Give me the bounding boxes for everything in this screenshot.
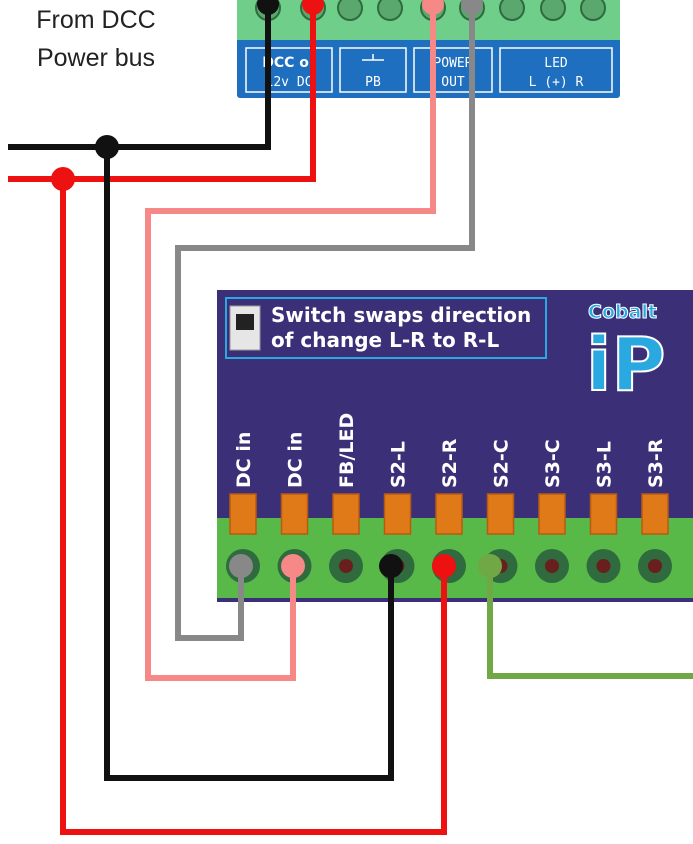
black-junction-dot <box>95 135 119 159</box>
top-pink-terminal-dot <box>422 0 444 15</box>
screw-head <box>648 559 662 573</box>
top-label-3-line-1: POWER <box>433 56 472 71</box>
top-label-3-line-2: OUT <box>441 75 465 90</box>
label-box-power <box>413 47 493 93</box>
pin-pad <box>383 493 412 535</box>
grey-power-wire <box>175 0 475 641</box>
direction-note: Switch swaps direction of change L-R to … <box>225 297 547 359</box>
top-screw <box>580 0 606 21</box>
pink-power-wire <box>145 0 436 681</box>
green-common-wire <box>487 566 693 679</box>
top-board-labels: DCC or 12v DC PB POWER OUT LED L (+) R <box>262 55 583 90</box>
cobalt-ip-logo: Cobalt iP <box>585 301 667 410</box>
pin-label: S2-L <box>388 441 410 488</box>
top-label-1-line-1: DCC or <box>262 55 316 71</box>
top-screw <box>377 0 403 21</box>
direction-note-line-2: of change L-R to R-L <box>271 328 499 352</box>
black-drop-to-s2-left <box>104 147 394 781</box>
terminal-pin: S3-L <box>586 441 621 583</box>
push-button-symbol-icon <box>362 54 384 61</box>
power-bus-caption: From DCC Power bus <box>36 6 155 72</box>
pin-pad <box>435 493 463 535</box>
top-label-1-line-2: 12v DC <box>266 75 313 90</box>
dc-in-grey-dot <box>229 554 253 578</box>
pin-label: S3-L <box>594 441 616 488</box>
s2-common-green-dot <box>478 554 502 578</box>
pin-label: S2-R <box>439 438 461 488</box>
pin-label: S3-R <box>645 438 667 488</box>
screw-head <box>545 559 559 573</box>
label-box-led <box>499 47 613 93</box>
terminal-pin: S3-C <box>535 439 569 583</box>
direction-switch-slider <box>236 314 254 330</box>
direction-note-frame <box>225 297 547 359</box>
label-box-pb <box>339 47 407 93</box>
caption-line-2: Power bus <box>37 44 155 72</box>
top-accessory-board: DCC or 12v DC PB POWER OUT LED L (+) R <box>237 0 620 98</box>
caption-line-1: From DCC <box>36 6 155 34</box>
top-label-4-line-1: LED <box>544 56 568 71</box>
top-red-terminal-dot <box>302 0 324 15</box>
pin-label: DC in <box>285 432 307 488</box>
top-board-label-boxes <box>245 47 613 93</box>
pin-pad <box>229 493 257 535</box>
wires <box>8 0 693 835</box>
pin-label: DC in <box>233 432 255 488</box>
pin-pad <box>538 493 566 535</box>
label-box-dcc <box>245 47 333 93</box>
direction-note-line-1: Switch swaps direction <box>271 303 531 327</box>
s2-right-red-dot <box>432 554 456 578</box>
terminal-pin: FB/LED <box>329 413 363 583</box>
top-label-4-line-2: L (+) R <box>529 75 584 90</box>
red-junction-dot <box>51 167 75 191</box>
top-screw <box>540 0 566 21</box>
pin-label: S3-C <box>542 439 564 488</box>
logo-cobalt: Cobalt <box>588 301 657 323</box>
top-grey-terminal-dot <box>461 0 483 15</box>
top-black-terminal-dot <box>257 0 279 15</box>
top-screw <box>337 0 363 21</box>
top-screw <box>499 0 525 21</box>
dc-in-pink-dot <box>281 554 305 578</box>
pin-pad <box>589 493 618 535</box>
pin-pad <box>641 493 669 535</box>
top-label-2-line-2: PB <box>365 75 381 90</box>
dcc-bus-black-wire <box>8 0 271 150</box>
red-drop-to-s2-right <box>60 179 447 835</box>
pin-label: S2-C <box>491 439 513 488</box>
screw-head <box>339 559 353 573</box>
pin-pad <box>280 493 309 535</box>
s2-left-black-dot <box>379 554 403 578</box>
pin-pad <box>332 493 360 535</box>
terminal-pin: S3-R <box>638 438 672 583</box>
pin-pad <box>486 493 515 535</box>
logo-ip: iP <box>586 322 666 408</box>
screw-head <box>596 559 611 573</box>
pin-label: FB/LED <box>336 413 358 488</box>
wire-junction-dots <box>51 0 502 578</box>
